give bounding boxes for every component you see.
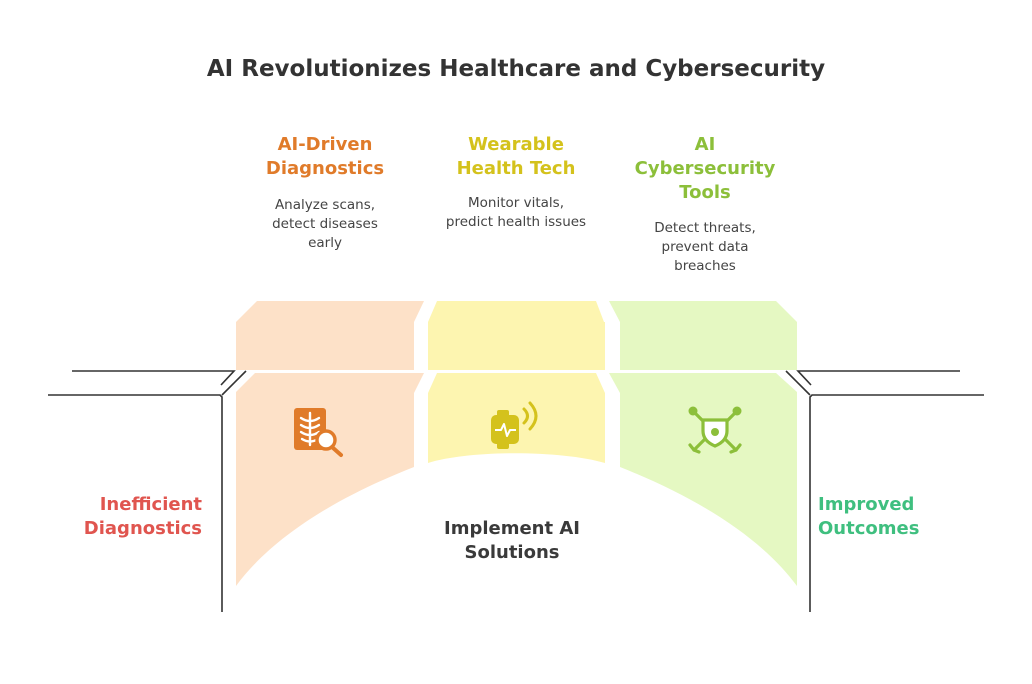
diagnostics-title-line: Diagnostics [265, 158, 385, 179]
wearable-desc-line: Monitor vitals, [468, 195, 564, 211]
cyber-desc-line: prevent data [661, 239, 749, 255]
left-label-line: Inefficient [99, 494, 202, 515]
diagnostics-arch-block [236, 373, 424, 586]
diagnostics-title: AI-Driven Diagnostics [225, 133, 425, 181]
cyber-description: Detect threats, prevent data breaches [605, 219, 805, 276]
diagnostics-desc-line: Analyze scans, [274, 197, 376, 213]
right-corner-edge [785, 370, 811, 396]
diagnostics-desc-line: early [308, 235, 342, 251]
center-label-line: Implement AI [444, 518, 580, 539]
cyber-arch-block [609, 373, 797, 586]
cyber-title-line: Tools [679, 182, 731, 203]
right-upper-edge [796, 370, 960, 386]
cyber-title-line: Cybersecurity [634, 158, 776, 179]
cyber-title-line: AI [694, 134, 716, 155]
left-cliff-edge [48, 394, 223, 612]
wearable-title-line: Health Tech [456, 158, 576, 179]
cyber-desc-line: breaches [674, 258, 736, 274]
implement-ai-label: Implement AI Solutions [412, 517, 612, 565]
diagnostics-title-line: AI-Driven [277, 134, 373, 155]
wearable-top-block [428, 301, 605, 370]
wearable-title: Wearable Health Tech [416, 133, 616, 181]
diagnostics-top-block [236, 301, 424, 370]
xray-scan-icon [294, 408, 343, 457]
left-corner-edge [221, 370, 247, 396]
wearable-title-line: Wearable [468, 134, 564, 155]
diagnostics-description: Analyze scans, detect diseases early [225, 196, 425, 253]
cyber-title: AI Cybersecurity Tools [605, 133, 805, 205]
right-cliff-edge [809, 394, 984, 612]
inefficient-diagnostics-label: Inefficient Diagnostics [62, 493, 222, 541]
improved-outcomes-label: Improved Outcomes [818, 493, 968, 541]
diagnostics-desc-line: detect diseases [272, 216, 378, 232]
wearable-description: Monitor vitals, predict health issues [416, 194, 616, 232]
smartwatch-icon [491, 401, 538, 449]
left-upper-edge [72, 370, 236, 386]
right-label-line: Improved [818, 494, 915, 515]
diagram-title: AI Revolutionizes Healthcare and Cyberse… [206, 56, 826, 82]
cyber-desc-line: Detect threats, [654, 220, 756, 236]
cyber-top-block [609, 301, 797, 370]
wearable-desc-line: predict health issues [445, 214, 587, 230]
security-network-nodes [688, 406, 742, 436]
left-label-line: Diagnostics [83, 518, 202, 539]
center-label-line: Solutions [464, 542, 560, 563]
right-label-line: Outcomes [818, 518, 920, 539]
